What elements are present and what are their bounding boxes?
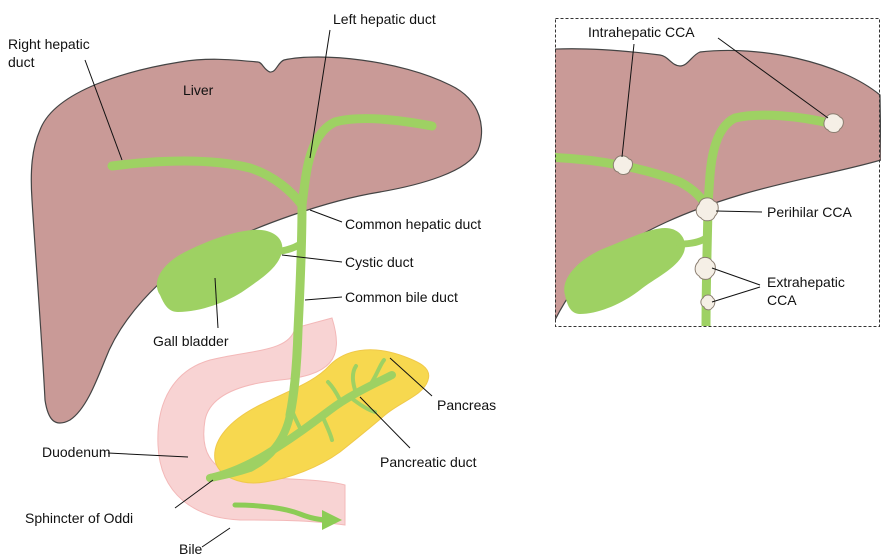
leader-extrahepatic-cca-lower bbox=[712, 287, 760, 302]
label-intrahepatic-cca: Intrahepatic CCA bbox=[588, 24, 695, 40]
label-common-bile-duct: Common bile duct bbox=[345, 289, 458, 305]
inset-panel: Intrahepatic CCA Perihilar CCA Extrahepa… bbox=[540, 19, 881, 331]
label-duodenum: Duodenum bbox=[42, 444, 111, 460]
label-pancreas: Pancreas bbox=[437, 397, 496, 413]
leader-extrahepatic-cca-upper bbox=[712, 268, 760, 285]
label-gall-bladder: Gall bladder bbox=[153, 333, 229, 349]
leader-perihilar-cca bbox=[716, 211, 762, 212]
leader-common-bile-duct bbox=[305, 297, 342, 300]
label-perihilar-cca: Perihilar CCA bbox=[767, 204, 852, 220]
label-liver: Liver bbox=[183, 82, 214, 98]
leader-common-hepatic-duct bbox=[310, 210, 342, 222]
label-common-hepatic-duct: Common hepatic duct bbox=[345, 216, 481, 232]
leader-bile bbox=[202, 528, 230, 547]
label-bile: Bile bbox=[179, 541, 203, 557]
inset-cystic-duct-path bbox=[680, 238, 706, 244]
label-right-hepatic-duct-line1: Right hepatic bbox=[8, 36, 90, 52]
label-sphincter-of-oddi: Sphincter of Oddi bbox=[25, 510, 133, 526]
label-left-hepatic-duct: Left hepatic duct bbox=[333, 11, 436, 27]
label-extrahepatic-cca-line2: CCA bbox=[767, 292, 797, 308]
label-extrahepatic-cca-line1: Extrahepatic bbox=[767, 274, 845, 290]
main-illustration: Right hepatic duct Liver Left hepatic du… bbox=[8, 11, 496, 557]
label-pancreatic-duct: Pancreatic duct bbox=[380, 454, 477, 470]
common-bile-duct-path bbox=[290, 205, 302, 415]
label-right-hepatic-duct-line2: duct bbox=[8, 54, 35, 70]
leader-cystic-duct bbox=[282, 255, 342, 262]
label-cystic-duct: Cystic duct bbox=[345, 254, 414, 270]
